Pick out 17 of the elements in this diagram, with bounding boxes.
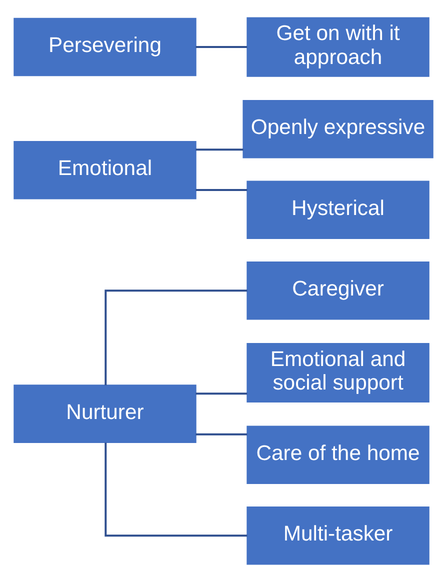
node-box: Caregiver bbox=[246, 262, 429, 320]
node-box: Openly expressive bbox=[242, 100, 433, 158]
connector bbox=[104, 442, 247, 537]
node-box: Care of the home bbox=[246, 426, 429, 484]
connector bbox=[195, 46, 247, 48]
node-box: Multi-tasker bbox=[246, 506, 429, 565]
connector bbox=[104, 290, 247, 386]
node-box: Persevering bbox=[13, 18, 196, 76]
connector bbox=[195, 148, 243, 151]
node-box: Nurturer bbox=[13, 384, 196, 443]
connector bbox=[195, 433, 247, 436]
node-box: Hysterical bbox=[246, 180, 429, 240]
node-box: Get on with it approach bbox=[246, 17, 429, 77]
connector bbox=[195, 392, 247, 395]
node-box: Emotional and social support bbox=[246, 342, 429, 403]
connector bbox=[195, 189, 247, 192]
node-box: Emotional bbox=[13, 141, 196, 200]
